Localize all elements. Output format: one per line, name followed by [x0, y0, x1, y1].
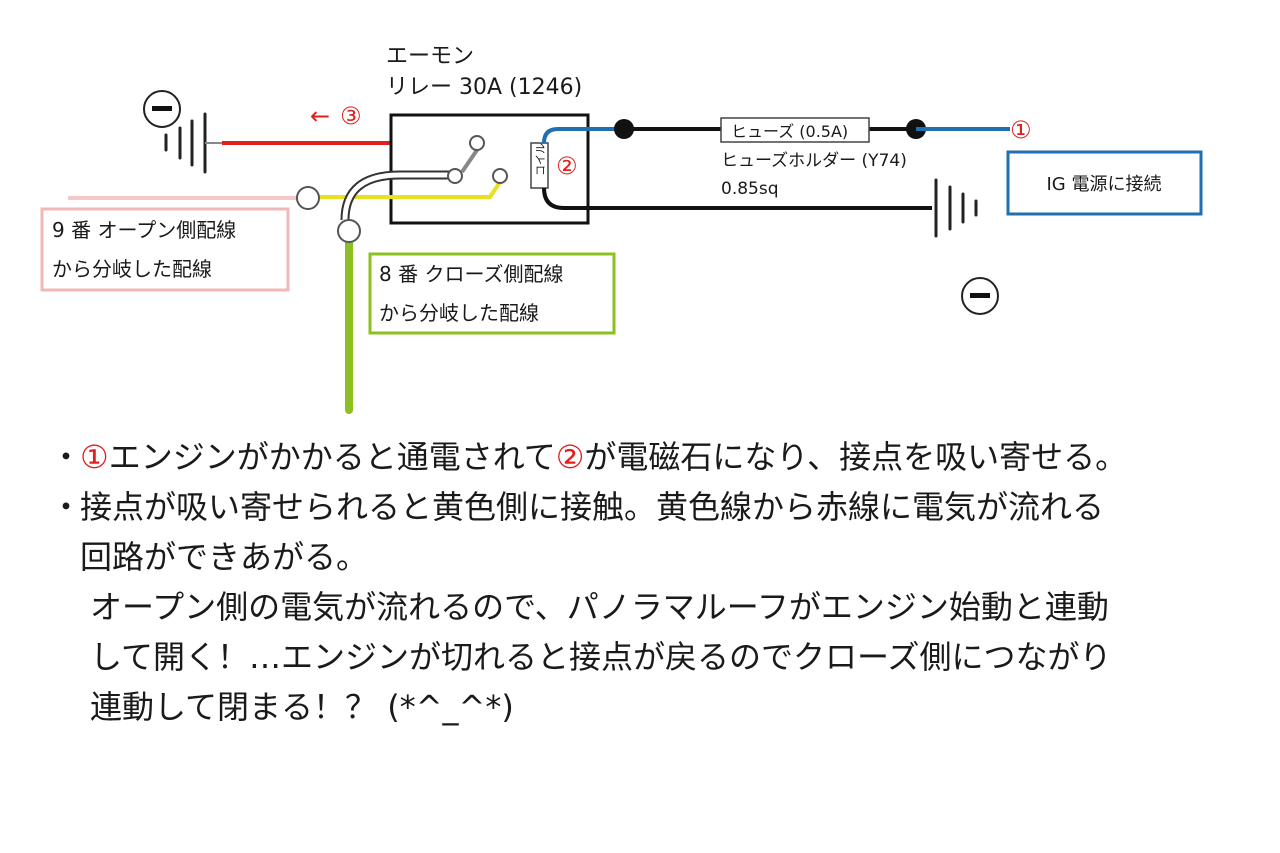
- explanation-notes: ・①エンジンがかかると通電されて②が電磁石になり、接点を吸い寄せる。 ・接点が吸…: [50, 432, 1275, 732]
- arrow-3: ←: [310, 102, 330, 130]
- note-2-line2: 回路ができあがる。: [80, 538, 369, 576]
- relay-terminal-yellow: [492, 168, 508, 184]
- fuse-holder-label: ヒューズホルダー (Y74): [721, 151, 907, 171]
- note-3-line1: オープン側の電気が流れるので、パノラマルーフがエンジン始動と連動: [90, 588, 1109, 626]
- marker-1: ①: [1010, 116, 1032, 144]
- close-side-junction: [337, 219, 361, 243]
- marker-3: ③: [340, 102, 362, 130]
- close-side-box: [368, 252, 616, 335]
- bullet: ・: [50, 438, 83, 476]
- note-1-text-b: が電磁石になり、接点を吸い寄せる。: [584, 438, 1128, 476]
- blue-wire-coil: [542, 127, 624, 144]
- coil: [530, 142, 549, 189]
- fuse-label: ヒューズ (0.5A): [731, 122, 848, 141]
- note-1-text-a: エンジンがかかると通電されて: [108, 438, 556, 476]
- ig-power-label: IG 電源に接続: [1047, 174, 1162, 195]
- fuse: [720, 117, 870, 143]
- open-side-box: [40, 207, 290, 292]
- relay-switch-arm: [460, 148, 479, 174]
- relay-title-line2: リレー 30A (1246): [386, 75, 582, 100]
- marker-2: ②: [556, 152, 578, 180]
- black-ground-wire: [542, 187, 932, 210]
- relay-wiring-diagram: エーモン リレー 30A (1246) ← ③ コイル ②: [40, 44, 1203, 414]
- note-2-line1: 接点が吸い寄せられると黄色側に接触。黄色線から赤線に電気が流れる: [80, 488, 1105, 526]
- marker-1-inline: ①: [80, 438, 109, 476]
- note-2: ・接点が吸い寄せられると黄色側に接触。黄色線から赤線に電気が流れる: [50, 482, 1275, 532]
- relay-terminal-top: [469, 135, 485, 151]
- note-3-line2: して開く！…エンジンが切れると接点が戻るのでクローズ側につながり: [90, 638, 1112, 676]
- relay-title-line1: エーモン: [386, 44, 474, 69]
- close-side-line1: 8 番 クローズ側配線: [379, 262, 563, 286]
- note-2-cont: 回路ができあがる。: [50, 532, 1275, 582]
- note-1: ・①エンジンがかかると通電されて②が電磁石になり、接点を吸い寄せる。: [50, 432, 1275, 482]
- ig-power-box: [1006, 150, 1203, 216]
- bullet: ・: [50, 488, 83, 526]
- yellow-wire: [316, 180, 502, 199]
- junction-dot-left: [614, 119, 634, 139]
- wire-gauge-label: 0.85sq: [721, 179, 779, 199]
- relay-terminal-common: [447, 168, 463, 184]
- marker-2-inline: ②: [555, 438, 585, 476]
- ground-symbol-right: [934, 178, 978, 238]
- coil-label: コイル: [534, 143, 547, 176]
- close-side-line2: から分岐した配線: [379, 301, 539, 325]
- ground-minus-right: [961, 277, 999, 315]
- note-3-line3: 連動して閉まる！？ (*^_^*): [90, 688, 514, 726]
- open-side-junction: [296, 186, 320, 210]
- ground-minus-left: [143, 90, 181, 128]
- open-side-line2: から分岐した配線: [52, 257, 212, 281]
- open-side-line1: 9 番 オープン側配線: [52, 218, 236, 242]
